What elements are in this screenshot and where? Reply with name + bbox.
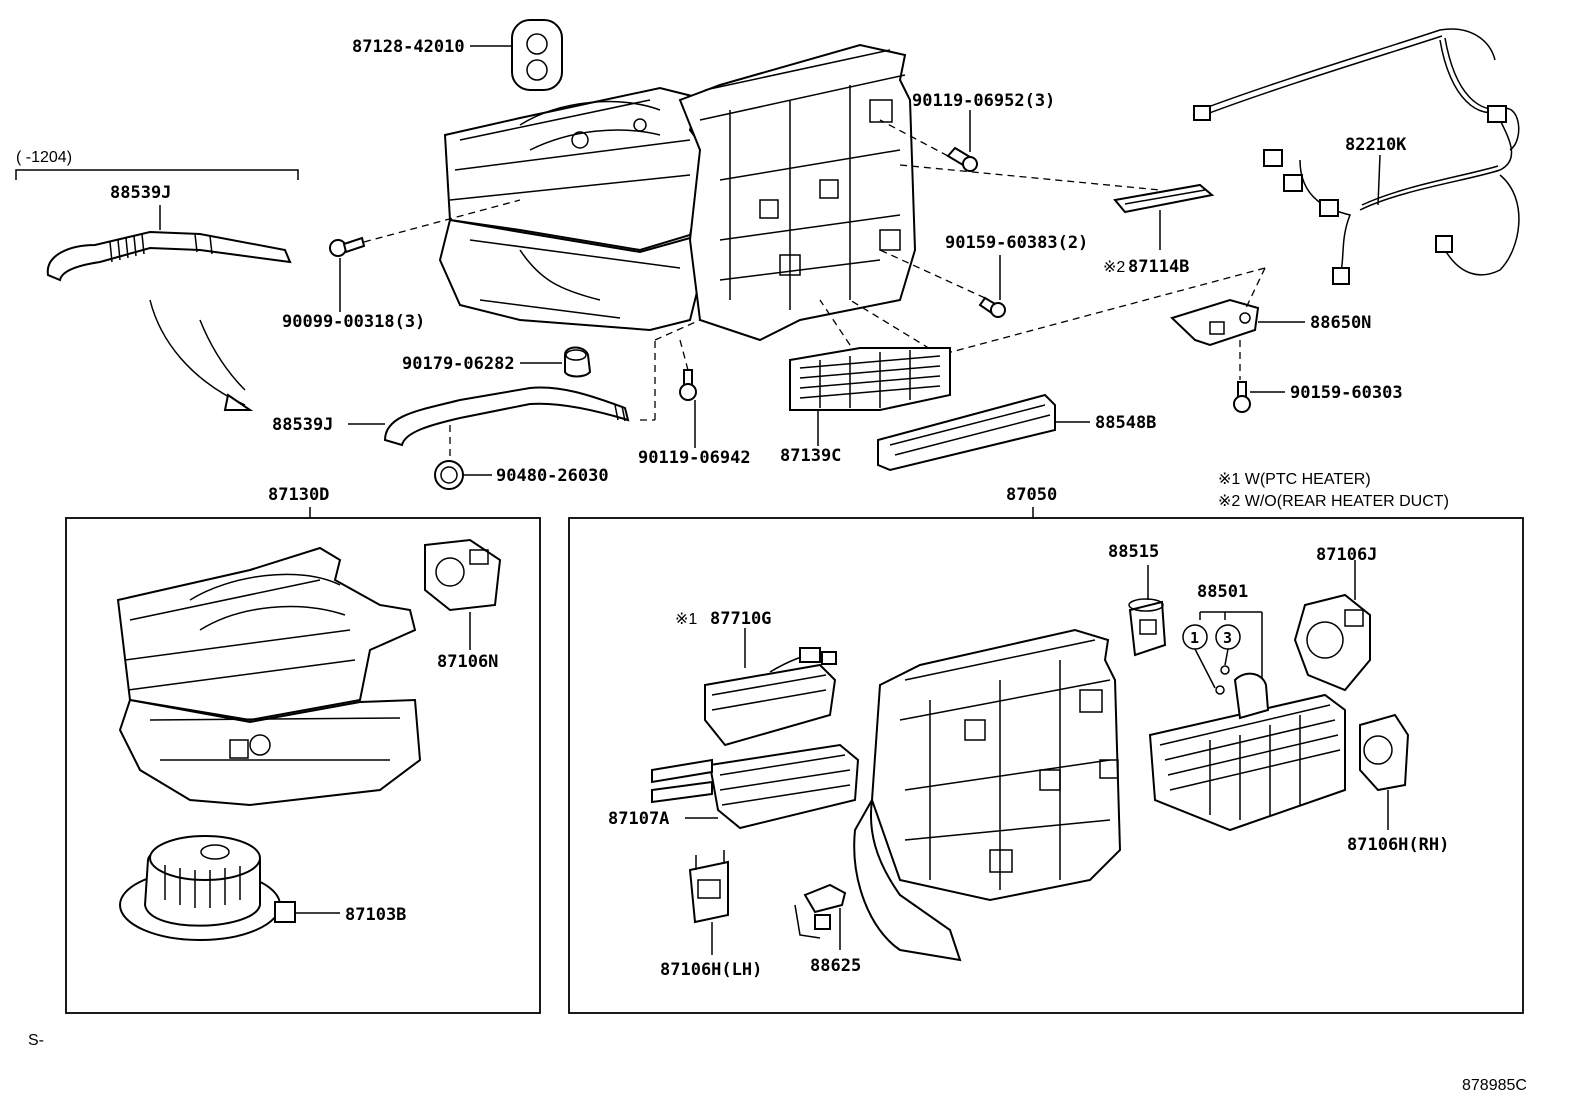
label-90119-06942: 90119-06942 xyxy=(638,448,751,468)
filter-87139c xyxy=(789,347,951,411)
case-88548b xyxy=(877,393,1056,472)
blower-motor-87103b xyxy=(119,835,296,941)
duct-87114b xyxy=(1113,183,1215,214)
label-88548b: 88548B xyxy=(1095,413,1156,433)
label-88539j-top: 88539J xyxy=(110,183,171,203)
label-88501: 88501 xyxy=(1197,582,1248,602)
label-87130d: 87130D xyxy=(268,485,329,505)
heater-unit-87050 xyxy=(853,628,1122,962)
label-90099-00318: 90099-00318(3) xyxy=(282,312,425,332)
actuator-87106h-lh xyxy=(688,850,729,924)
label-87106j: 87106J xyxy=(1316,545,1377,565)
hose-88539j-upper xyxy=(46,230,292,282)
actuator-87106h-rh xyxy=(1359,713,1410,792)
label-88625: 88625 xyxy=(810,956,861,976)
circle-label-3: 3 xyxy=(1223,629,1232,647)
footer-left-code: S- xyxy=(28,1032,44,1049)
label-87106n: 87106N xyxy=(437,652,498,672)
note-rear-heater-duct: ※2 W/O(REAR HEATER DUCT) xyxy=(1218,493,1449,510)
label-87139c: 87139C xyxy=(780,446,841,466)
hose-88539j-lower xyxy=(383,386,630,447)
wire-harness-82210k xyxy=(1193,28,1520,285)
label-82210k: 82210K xyxy=(1345,135,1407,155)
screw-90119-06952 xyxy=(946,146,978,172)
label-87103b: 87103B xyxy=(345,905,406,925)
expansion-valve-88515 xyxy=(1128,598,1167,657)
bracket-88650n xyxy=(1170,298,1260,347)
label-87106h-lh: 87106H(LH) xyxy=(660,960,762,980)
evaporator-88501 xyxy=(1148,672,1346,832)
label-87710g: 87710G xyxy=(710,609,771,629)
sensor-88625 xyxy=(794,883,847,939)
label-87107a: 87107A xyxy=(608,809,669,829)
note-ptc-heater: ※1 W(PTC HEATER) xyxy=(1218,471,1371,488)
label-range: ( -1204) xyxy=(16,149,72,166)
label-90159-60303: 90159-60303 xyxy=(1290,383,1403,403)
screw-90099-00318 xyxy=(329,236,366,257)
label-note2-mark: ※2 xyxy=(1103,259,1125,276)
circle-label-1: 1 xyxy=(1190,629,1199,647)
hvac-unit-assembly-top xyxy=(438,43,917,342)
label-87106h-rh: 87106H(RH) xyxy=(1347,835,1449,855)
label-90480-26030: 90480-26030 xyxy=(496,466,609,486)
screw-90119-06942 xyxy=(679,369,697,401)
grommet-90179-06282 xyxy=(564,346,592,378)
screw-90159-60383 xyxy=(978,296,1006,318)
label-87128-42010: 87128-42010 xyxy=(352,37,465,57)
label-note1-mark: ※1 xyxy=(675,611,697,628)
label-87114b: 87114B xyxy=(1128,257,1189,277)
heater-core-87107a xyxy=(651,743,860,830)
blower-housing-87130d xyxy=(116,546,422,807)
label-90159-60383: 90159-60383(2) xyxy=(945,233,1088,253)
label-90179-06282: 90179-06282 xyxy=(402,354,515,374)
footer-drawing-number: 878985C xyxy=(1462,1077,1527,1094)
label-88515: 88515 xyxy=(1108,542,1159,562)
grommet-87128 xyxy=(511,19,563,91)
label-88539j-lower: 88539J xyxy=(272,415,333,435)
actuator-87106j xyxy=(1293,593,1371,692)
group-box-87050 xyxy=(568,517,1524,1014)
actuator-87106n xyxy=(424,538,502,612)
grommet-90480-26030 xyxy=(434,460,464,490)
screw-90159-60303 xyxy=(1233,381,1251,413)
ptc-heater-87710g xyxy=(704,647,837,747)
group-box-87130d xyxy=(65,517,541,1014)
label-88650n: 88650N xyxy=(1310,313,1371,333)
label-90119-06952: 90119-06952(3) xyxy=(912,91,1055,111)
label-87050: 87050 xyxy=(1006,485,1057,505)
